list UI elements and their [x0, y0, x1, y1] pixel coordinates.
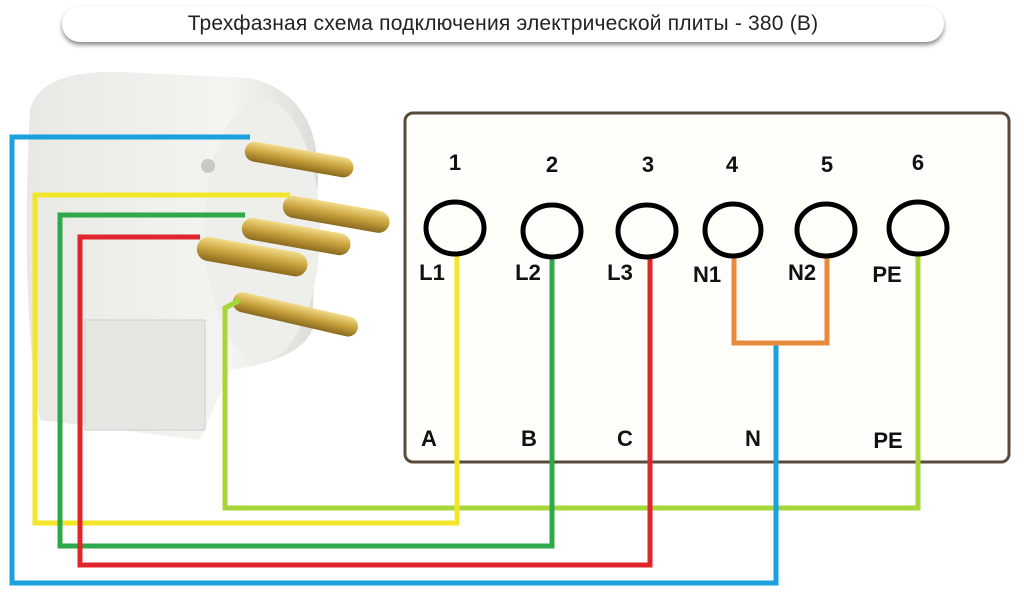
- terminal-label: L3: [607, 260, 633, 285]
- terminal-5: [794, 201, 858, 259]
- wire-l1: [32, 192, 460, 526]
- phase-label: PE: [873, 428, 903, 453]
- terminal-number: 5: [820, 152, 834, 177]
- terminal-number: 4: [725, 152, 739, 177]
- terminal-2: [520, 202, 584, 260]
- terminal-label: L2: [515, 260, 541, 285]
- wire-n-jumper: [731, 255, 830, 346]
- phase-label: N: [745, 426, 761, 451]
- terminal-label: L1: [419, 260, 445, 285]
- terminal-4: [702, 201, 764, 259]
- plug-pins: [196, 141, 390, 337]
- terminal-rings: [423, 199, 950, 260]
- diagram-title: Трехфазная схема подключения электрическ…: [62, 6, 944, 42]
- terminal-number: 3: [641, 152, 655, 177]
- terminal-label: PE: [872, 262, 902, 287]
- terminal-label: N2: [787, 260, 817, 285]
- terminal-3: [615, 202, 679, 260]
- phase-label: B: [521, 426, 537, 451]
- terminal-number: 2: [545, 152, 559, 177]
- terminal-label: N1: [692, 262, 722, 287]
- terminal-number: 6: [911, 150, 925, 175]
- terminal-block: [403, 111, 1011, 464]
- phase-label: A: [421, 426, 437, 451]
- wire-pe: [222, 255, 921, 511]
- terminal-1: [423, 199, 487, 257]
- terminal-number: 1: [448, 150, 462, 175]
- wire-l3: [77, 234, 653, 568]
- plug: [26, 71, 390, 441]
- phase-label: C: [617, 426, 633, 451]
- wire-l2: [57, 212, 555, 549]
- terminal-6: [886, 199, 950, 257]
- wire-neutral: [9, 134, 779, 586]
